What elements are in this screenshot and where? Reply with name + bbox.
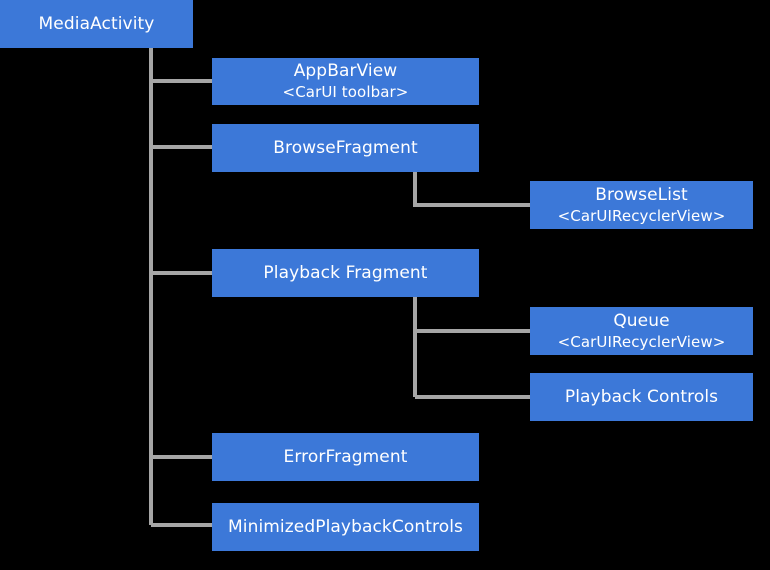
connector-trunk-browse-fragment xyxy=(413,172,532,207)
node-app-bar-view[interactable]: AppBarView <CarUI toolbar> xyxy=(212,58,479,105)
node-media-activity[interactable]: MediaActivity xyxy=(0,0,193,48)
node-title: Playback Controls xyxy=(564,386,719,407)
node-browse-list[interactable]: BrowseList <CarUIRecyclerView> xyxy=(530,181,753,229)
node-subtitle: <CarUIRecyclerView> xyxy=(557,332,726,351)
node-title: ErrorFragment xyxy=(283,446,408,467)
node-title: BrowseList xyxy=(595,184,688,205)
node-playback-controls[interactable]: Playback Controls xyxy=(530,373,753,421)
node-title: AppBarView xyxy=(293,61,398,82)
node-subtitle: <CarUIRecyclerView> xyxy=(557,206,726,225)
node-error-fragment[interactable]: ErrorFragment xyxy=(212,433,479,481)
node-title: Playback Fragment xyxy=(263,262,428,283)
node-title: Queue xyxy=(613,310,670,331)
node-playback-fragment[interactable]: Playback Fragment xyxy=(212,249,479,297)
node-title: MediaActivity xyxy=(38,13,155,34)
node-minimized-playback-controls[interactable]: MinimizedPlaybackControls xyxy=(212,503,479,551)
node-subtitle: <CarUI toolbar> xyxy=(282,83,409,102)
node-queue[interactable]: Queue <CarUIRecyclerView> xyxy=(530,307,753,355)
node-title: MinimizedPlaybackControls xyxy=(227,516,463,537)
node-title: BrowseFragment xyxy=(273,137,418,158)
node-browse-fragment[interactable]: BrowseFragment xyxy=(212,124,479,172)
